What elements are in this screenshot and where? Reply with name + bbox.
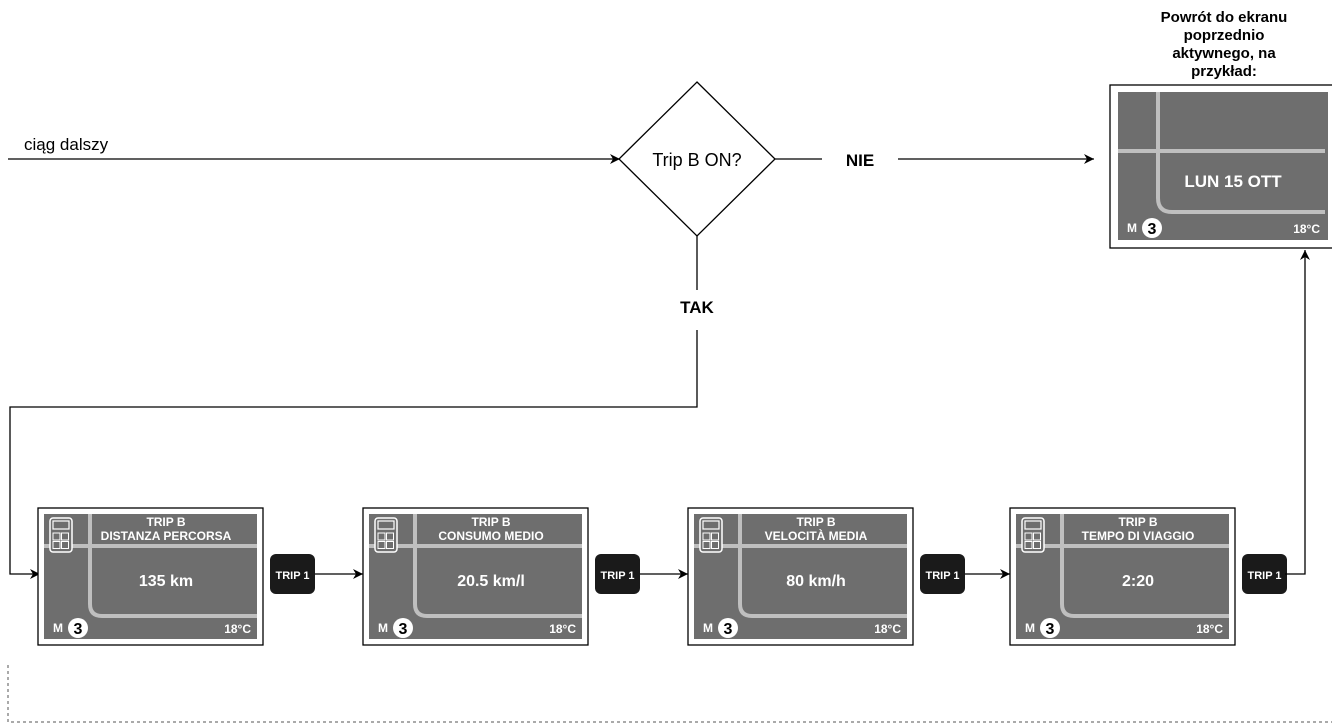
section-border-dashed xyxy=(7,665,1332,723)
return-note-line-4: przykład: xyxy=(1191,63,1257,80)
trip-computer-icon xyxy=(1021,517,1045,553)
mode-letter: M xyxy=(378,621,388,635)
road-lines-icon xyxy=(1016,514,1229,618)
mode-badge-icon xyxy=(1142,218,1162,238)
mode-number: 3 xyxy=(724,621,733,638)
return-note-line-3: aktywnego, na xyxy=(1172,45,1276,62)
temperature: 18°C xyxy=(874,622,901,636)
yes-arrow xyxy=(9,330,698,579)
screen-subtitle: DISTANZA PERCORSA xyxy=(101,529,232,543)
mode-letter: M xyxy=(1127,221,1137,235)
trip-button[interactable]: TRIP 1 xyxy=(595,554,640,594)
mode-number: 3 xyxy=(1148,221,1157,238)
screen-subtitle: CONSUMO MEDIO xyxy=(438,529,543,543)
mode-badge-icon xyxy=(718,618,738,638)
screen-value: 135 km xyxy=(139,573,193,590)
trip-button-label: TRIP 1 xyxy=(1247,570,1281,582)
trip-button-label: TRIP 1 xyxy=(925,570,959,582)
mode-badge-icon xyxy=(68,618,88,638)
mode-letter: M xyxy=(53,621,63,635)
screen-value: 2:20 xyxy=(1122,573,1154,590)
screen-value: 20.5 km/l xyxy=(457,573,525,590)
temperature: 18°C xyxy=(1293,222,1320,236)
trip-button-icon xyxy=(270,554,315,594)
screen-title: TRIP B xyxy=(796,515,835,529)
trip-computer-icon xyxy=(49,517,73,553)
trip-button[interactable]: TRIP 1 xyxy=(920,554,965,594)
screen-subtitle: TEMPO DI VIAGGIO xyxy=(1082,529,1195,543)
return-note-line-1: Powrót do ekranu xyxy=(1161,9,1288,26)
continue-label: ciąg dalszy xyxy=(24,135,109,154)
mode-number: 3 xyxy=(74,621,83,638)
temperature: 18°C xyxy=(1196,622,1223,636)
return-arrow xyxy=(1285,250,1310,575)
temperature: 18°C xyxy=(549,622,576,636)
mode-letter: M xyxy=(1025,621,1035,635)
mode-number: 3 xyxy=(1046,621,1055,638)
temperature: 18°C xyxy=(224,622,251,636)
no-label: NIE xyxy=(846,151,874,170)
mode-letter: M xyxy=(703,621,713,635)
mode-badge-icon xyxy=(1040,618,1060,638)
trip-button-icon xyxy=(1242,554,1287,594)
trip-button-icon xyxy=(595,554,640,594)
mode-badge-icon xyxy=(393,618,413,638)
yes-label: TAK xyxy=(680,298,714,317)
screen-title: TRIP B xyxy=(1118,515,1157,529)
trip-button-icon xyxy=(920,554,965,594)
road-lines-icon xyxy=(1118,92,1325,214)
road-lines-icon xyxy=(44,514,257,618)
trip-button-label: TRIP 1 xyxy=(275,570,309,582)
trip-button[interactable]: TRIP 1 xyxy=(1242,554,1287,594)
decision-label: Trip B ON? xyxy=(652,150,741,170)
mode-number: 3 xyxy=(399,621,408,638)
screen-value: 80 km/h xyxy=(786,573,846,590)
screen-title: TRIP B xyxy=(471,515,510,529)
return-note-line-2: poprzednio xyxy=(1184,27,1265,44)
screen-subtitle: VELOCITÀ MEDIA xyxy=(765,528,868,543)
trip-computer-icon xyxy=(699,517,723,553)
trip-button[interactable]: TRIP 1 xyxy=(270,554,315,594)
screen-title: TRIP B xyxy=(146,515,185,529)
return-screen: LUN 15 OTT M 3 18°C xyxy=(1109,84,1332,249)
road-lines-icon xyxy=(694,514,907,618)
return-screen-value: LUN 15 OTT xyxy=(1184,172,1282,191)
trip-computer-icon xyxy=(374,517,398,553)
screen-display xyxy=(1118,92,1328,240)
road-lines-icon xyxy=(369,514,582,618)
trip-button-label: TRIP 1 xyxy=(600,570,634,582)
